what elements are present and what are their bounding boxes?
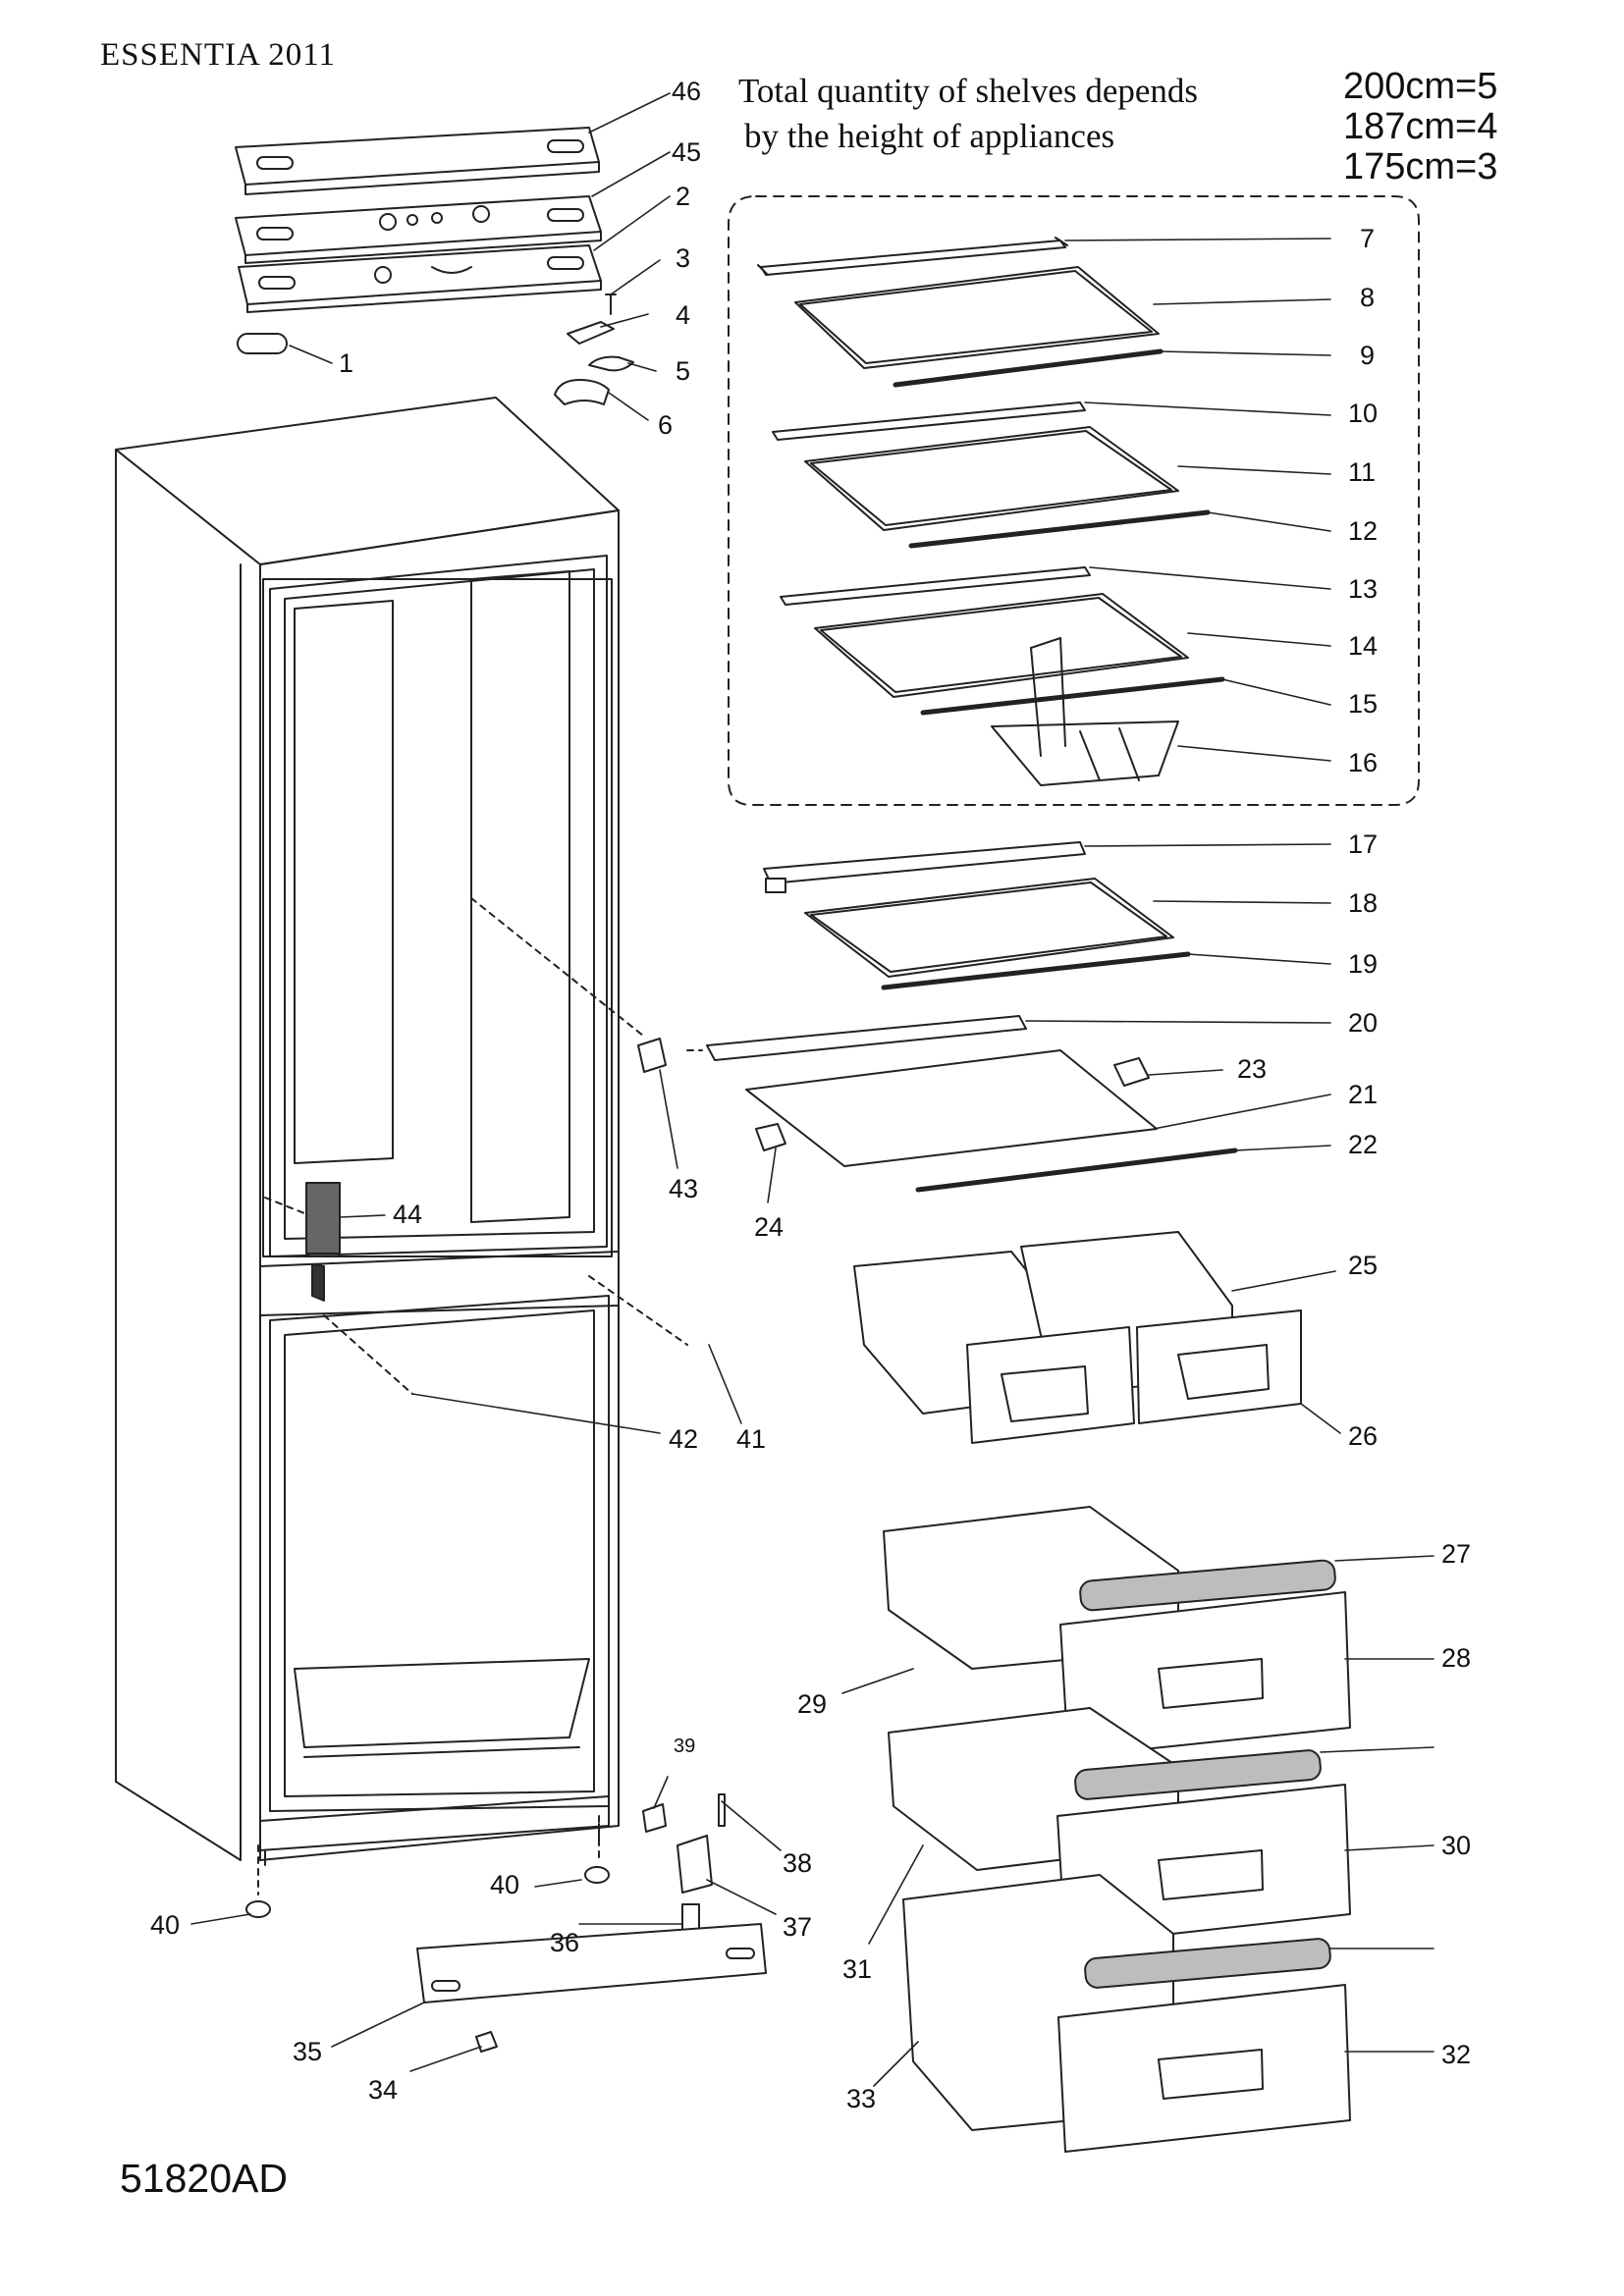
shelf-count-175: 175cm=3 — [1343, 146, 1498, 187]
shelf-note-line-2: by the height of appliances — [744, 117, 1115, 155]
shelf-glass-8 — [794, 266, 1160, 369]
part-label: 1 — [339, 348, 354, 378]
part-label: 25 — [1348, 1251, 1379, 1280]
shelf-frame-20 — [706, 1015, 1027, 1061]
shelf-glass-14 — [814, 593, 1189, 698]
refrigerator-cabinet — [115, 397, 620, 1866]
part-label: 18 — [1348, 888, 1379, 918]
part-label: 6 — [658, 410, 674, 440]
part-label: 11 — [1348, 457, 1377, 487]
shelf-trim-22 — [915, 1148, 1238, 1193]
part-label: 16 — [1348, 748, 1379, 777]
bottle-rack-16 — [991, 637, 1179, 786]
drawing-code: 51820AD — [120, 2156, 288, 2201]
part-label: 8 — [1360, 283, 1376, 312]
part-label: 2 — [676, 182, 691, 211]
shelf-glass-18 — [804, 878, 1174, 978]
part-label: 3 — [676, 243, 691, 273]
part-label: 24 — [754, 1212, 785, 1242]
part-label: 27 — [1441, 1539, 1472, 1569]
clip-34 — [475, 2031, 498, 2053]
part-label: 43 — [669, 1174, 699, 1203]
part-label: 15 — [1348, 689, 1379, 719]
shelf-note-line-1: Total quantity of shelves depends — [738, 72, 1199, 110]
part-label: 19 — [1348, 949, 1379, 979]
part-label: 36 — [550, 1928, 580, 1957]
part-label: 22 — [1348, 1130, 1379, 1159]
hinge-43 — [637, 1038, 667, 1073]
shelf-count-200: 200cm=5 — [1343, 66, 1498, 107]
gasket-27-bottom — [1084, 1938, 1331, 1989]
part-label: 23 — [1237, 1054, 1268, 1084]
part-label: 9 — [1360, 341, 1376, 370]
part-label: 40 — [150, 1910, 181, 1940]
part-label: 38 — [783, 1848, 813, 1878]
part-label: 45 — [672, 137, 702, 167]
shelf-frame-13 — [780, 566, 1091, 606]
shelf-frame-7 — [757, 237, 1068, 276]
part-label: 13 — [1348, 574, 1379, 604]
top-cover-45 — [235, 195, 602, 264]
part-label: 39 — [674, 1735, 696, 1757]
shelf-count-187: 187cm=4 — [1343, 106, 1498, 147]
part-label: 4 — [676, 300, 691, 330]
part-label: 32 — [1441, 2040, 1472, 2069]
part-label: 42 — [669, 1424, 699, 1454]
part-label: 5 — [676, 356, 691, 386]
part-label: 40 — [490, 1870, 520, 1899]
part-label: 33 — [846, 2084, 877, 2113]
dashed-leaders — [257, 897, 703, 1896]
drawer-front-32 — [1057, 1984, 1351, 2153]
top-cover-46 — [235, 127, 600, 195]
bracket-23 — [1113, 1057, 1150, 1087]
shelf-trim-19 — [881, 951, 1191, 990]
small-parts-1-6 — [237, 294, 634, 405]
part-label: 31 — [842, 1954, 873, 1984]
shelf-frame-10 — [772, 401, 1086, 441]
model-title: ESSENTIA 2011 — [100, 37, 337, 73]
part-label: 10 — [1348, 399, 1379, 428]
gasket-27-top — [1079, 1559, 1336, 1612]
shelf-group-outline — [728, 195, 1420, 806]
shelf-trim-12 — [908, 509, 1211, 549]
part-label: 17 — [1348, 829, 1379, 859]
part-label: 37 — [783, 1912, 813, 1942]
vent-44 — [305, 1182, 341, 1255]
top-cover-2 — [238, 244, 602, 313]
part-label: 30 — [1441, 1831, 1472, 1860]
shelf-trim-15 — [920, 676, 1225, 716]
part-label: 21 — [1348, 1080, 1379, 1109]
kickplate-35 — [416, 1923, 767, 2003]
part-label: 14 — [1348, 631, 1379, 661]
shelf-frame-17 — [763, 841, 1086, 893]
bracket-24 — [755, 1123, 786, 1151]
part-label: 28 — [1441, 1643, 1472, 1673]
part-label: 12 — [1348, 516, 1379, 546]
shelf-glass-11 — [804, 426, 1179, 531]
part-label: 7 — [1360, 224, 1376, 253]
part-label: 20 — [1348, 1008, 1379, 1038]
part-label: 35 — [293, 2037, 323, 2066]
part-label: 34 — [368, 2075, 399, 2105]
part-label: 26 — [1348, 1421, 1379, 1451]
shelf-trim-9 — [893, 348, 1164, 388]
gasket-27-middle — [1074, 1749, 1322, 1800]
shelf-count-table: 200cm=5 187cm=4 175cm=3 — [1343, 67, 1497, 187]
part-label: 29 — [797, 1689, 828, 1719]
crisper-fronts-26 — [966, 1309, 1302, 1444]
part-label: 44 — [393, 1200, 423, 1229]
shelf-glass-21 — [745, 1049, 1158, 1167]
part-label: 41 — [736, 1424, 767, 1454]
part-label: 46 — [672, 77, 702, 106]
shelf-note: Total quantity of shelves depends by the… — [738, 69, 1198, 159]
leader-lines — [190, 92, 1435, 2087]
